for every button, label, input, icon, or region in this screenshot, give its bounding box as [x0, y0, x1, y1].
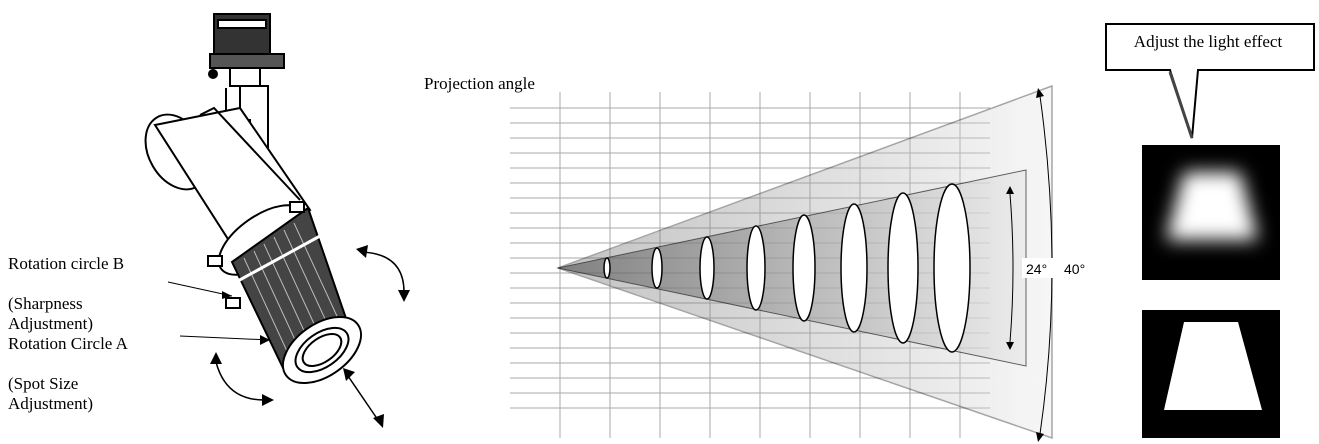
rotation-circle-a-title: Rotation Circle A [8, 334, 128, 353]
callout-box [1105, 23, 1315, 139]
angle-40-label-bg [1060, 258, 1096, 278]
callout-text: Adjust the light effect [1133, 32, 1283, 51]
rotation-arrows [215, 251, 405, 421]
sharp-spot-shape [1164, 322, 1262, 410]
projection-angle-title: Projection angle [424, 74, 535, 93]
angle-24-label: 24° [1026, 261, 1047, 277]
rotation-circle-b-subtitle: (Sharpness Adjustment) [8, 294, 93, 333]
spot-ellipses [603, 183, 971, 353]
angle-24-label-bg [1022, 258, 1058, 278]
angle-40-label: 40° [1064, 261, 1085, 277]
rotation-circle-a-label: Rotation Circle A (Spot Size Adjustment) [8, 314, 128, 414]
leader-lines [167, 281, 271, 341]
rotation-circle-a-subtitle: (Spot Size Adjustment) [8, 374, 93, 413]
track-adapter [208, 13, 285, 87]
rotation-circle-b-title: Rotation circle B [8, 254, 125, 273]
focus-barrel [207, 201, 363, 385]
rotation-circle-b-label: Rotation circle B (Sharpness Adjustment) [8, 234, 124, 334]
